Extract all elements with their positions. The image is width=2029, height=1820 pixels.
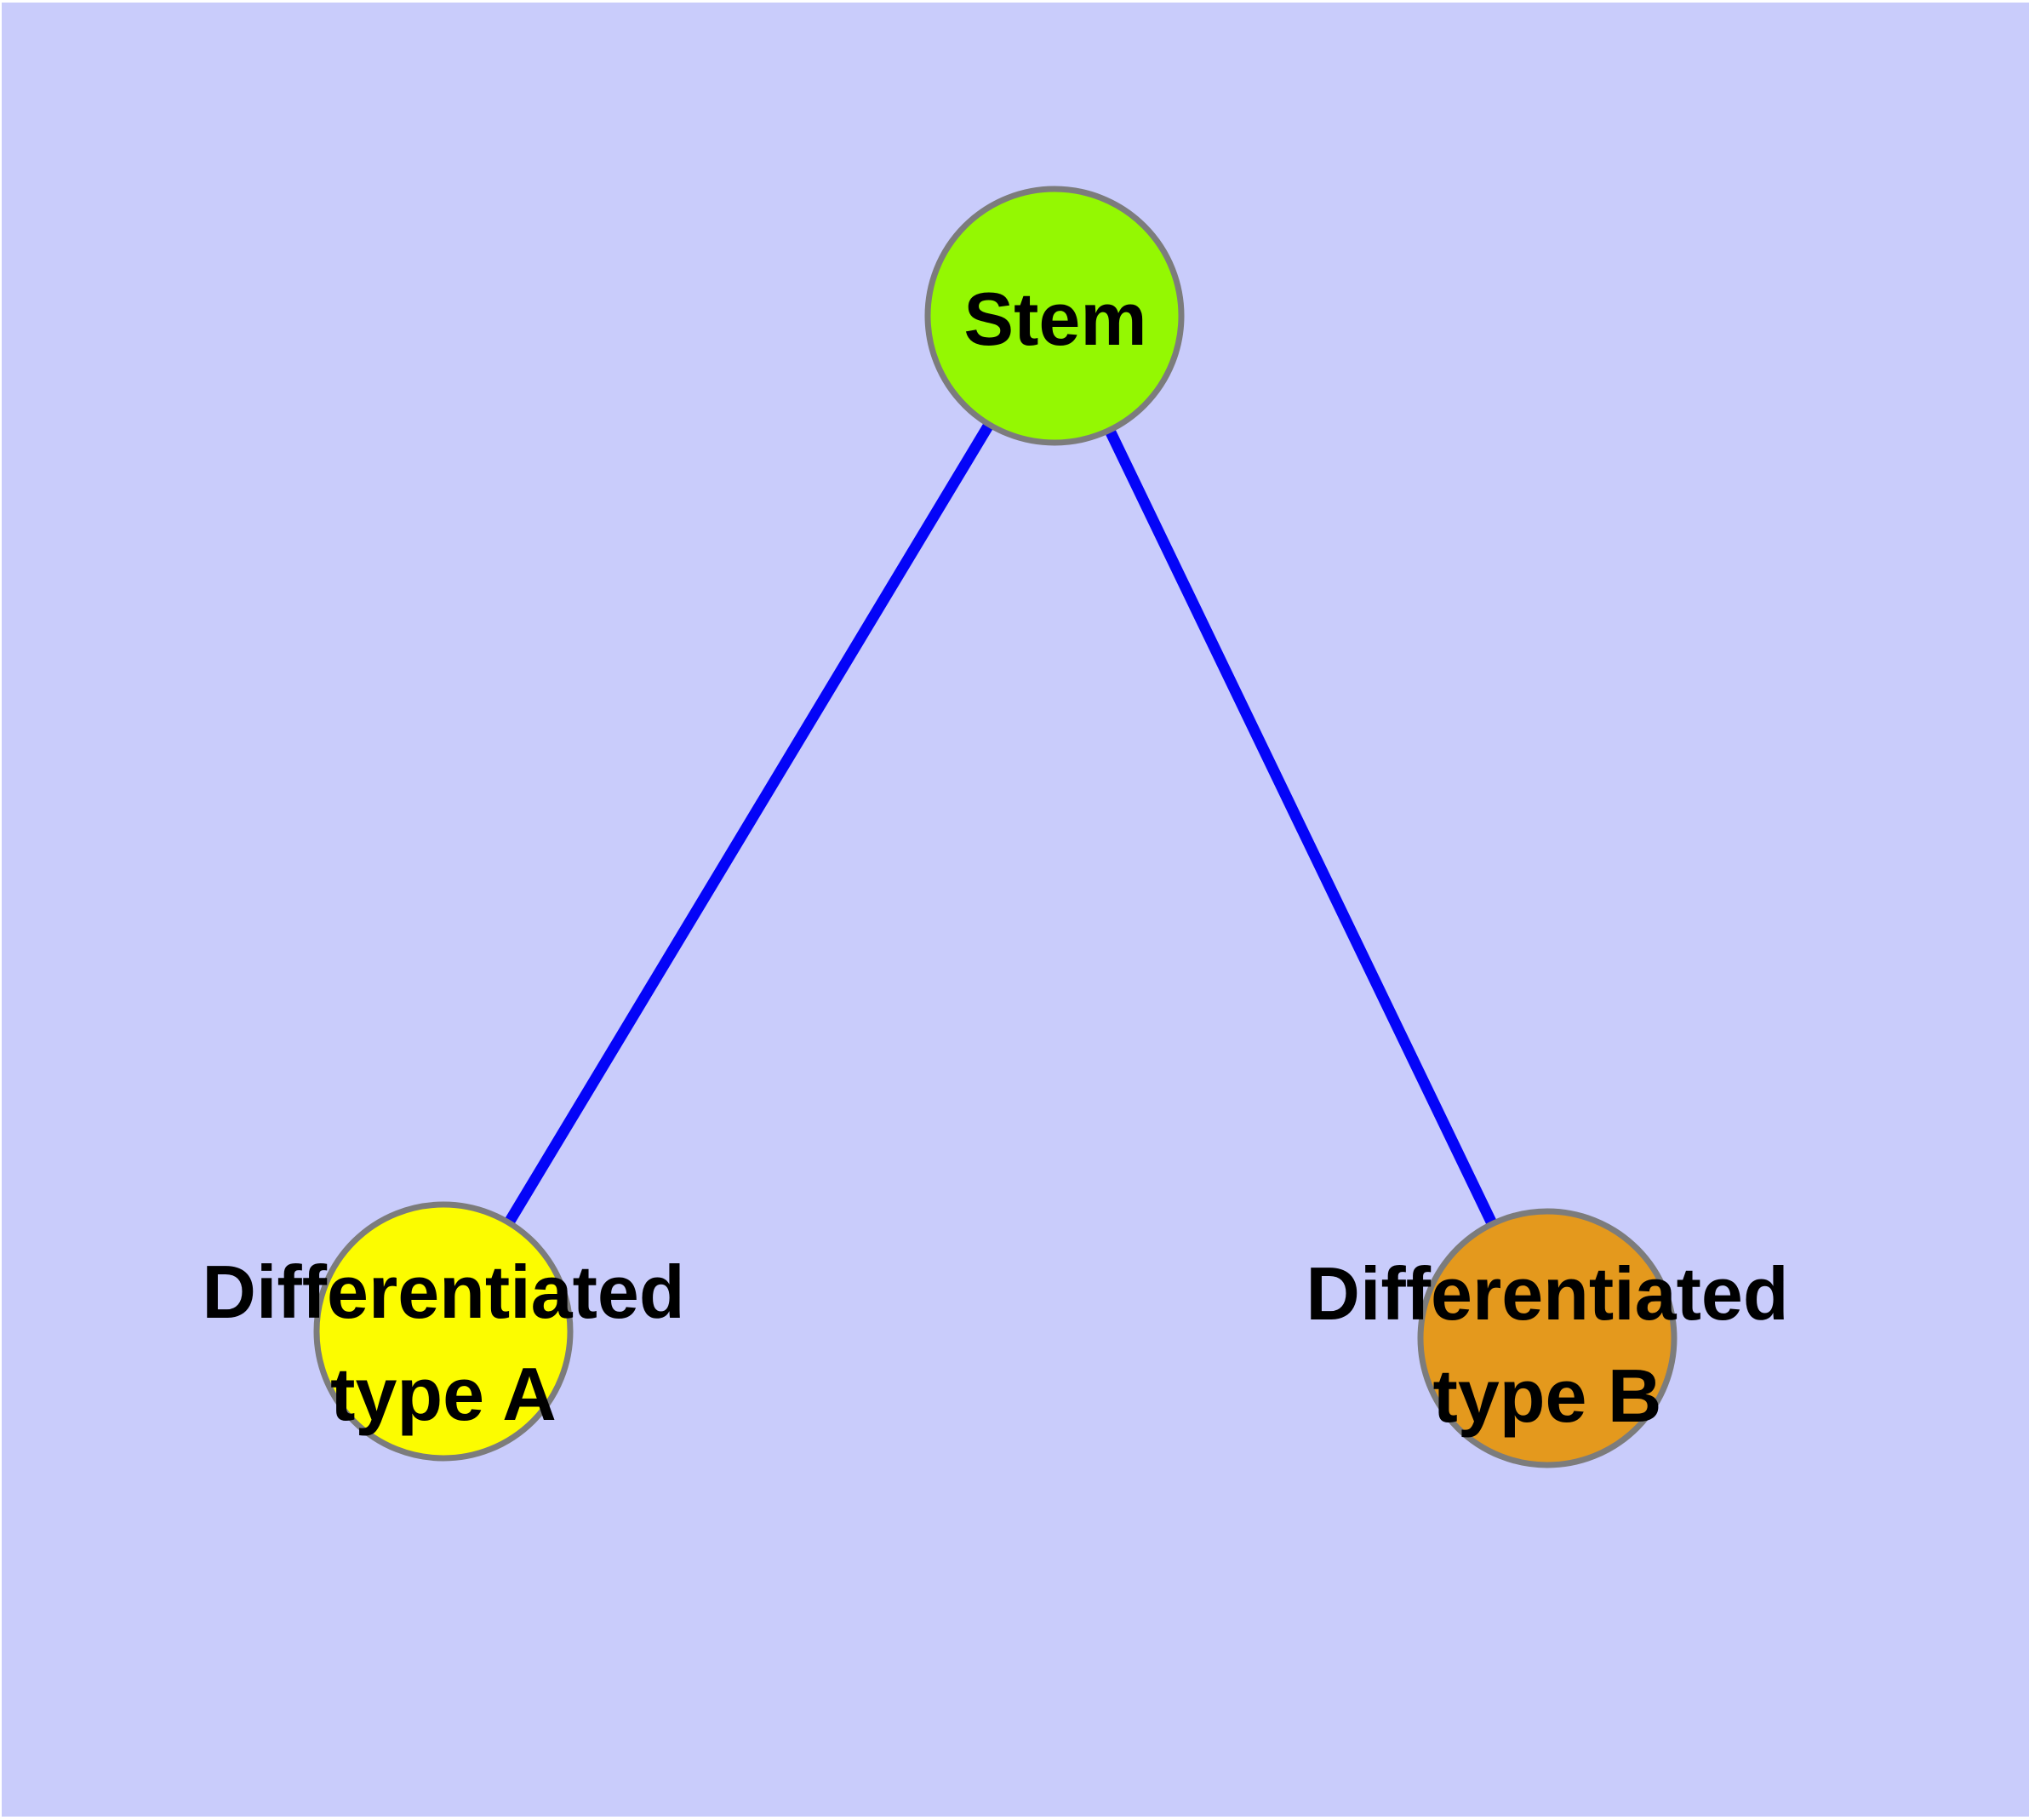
node-stem-circle (924, 186, 1185, 446)
node-type-b-circle (1417, 1208, 1677, 1468)
edge-stem-to-type-b (1049, 313, 1552, 1341)
node-type-a-circle (313, 1201, 574, 1462)
edge-stem-to-type-a (438, 312, 1060, 1335)
